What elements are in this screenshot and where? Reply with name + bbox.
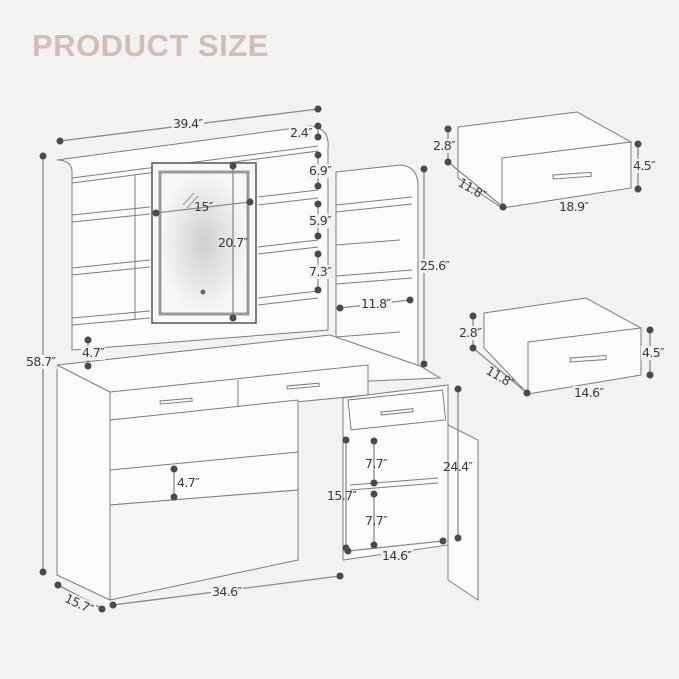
- large-drawer-front-height-label: 4.5″: [632, 158, 657, 173]
- cabinet-door: [447, 424, 479, 601]
- mirror-height-label: 20.7″: [218, 235, 248, 250]
- small-drawer-front-height-label: 4.5″: [641, 345, 666, 360]
- page-title: PRODUCT SIZE: [32, 28, 269, 63]
- hutch-bottom-gap-label: 4.7″: [81, 345, 106, 360]
- side-hutch-depth-label: 11.8″: [360, 296, 392, 311]
- cabinet-inner-height-label: 15.7″: [327, 488, 357, 503]
- overall-height-label: 58.7″: [25, 354, 57, 369]
- mirror-width-label: 15″: [194, 199, 213, 214]
- shelf-gap-3-label: 7.3″: [308, 264, 333, 279]
- cabinet-shelf-gap-2-label: 7.7″: [365, 513, 388, 528]
- cabinet-shelf-gap-1-label: 7.7″: [365, 456, 388, 471]
- mirror-touch-button: [200, 289, 206, 295]
- shelf-gap-1-label: 6.9″: [308, 163, 333, 178]
- side-hutch-height-label: 25.6″: [419, 258, 451, 273]
- large-drawer-width-label: 18.9″: [558, 199, 590, 214]
- desk-left-side: [56, 364, 111, 601]
- cabinet-height-label: 24.4″: [443, 459, 473, 474]
- dimension-dots: [39, 105, 654, 613]
- small-drawer-inner-height-label: 2.8″: [458, 325, 483, 340]
- overall-width-label: 39.4″: [172, 116, 204, 131]
- large-drawer-inner-height-label: 2.8″: [432, 138, 457, 153]
- cabinet-width-label: 14.6″: [381, 548, 413, 563]
- shelf-gap-2-label: 5.9″: [308, 213, 333, 228]
- small-drawer-width-label: 14.6″: [573, 385, 605, 400]
- desk-width-label: 34.6″: [211, 584, 243, 599]
- side-hutch: [335, 164, 419, 373]
- knee-space-height-label: 4.7″: [177, 475, 200, 490]
- top-cap-height-label: 2.4″: [289, 125, 314, 140]
